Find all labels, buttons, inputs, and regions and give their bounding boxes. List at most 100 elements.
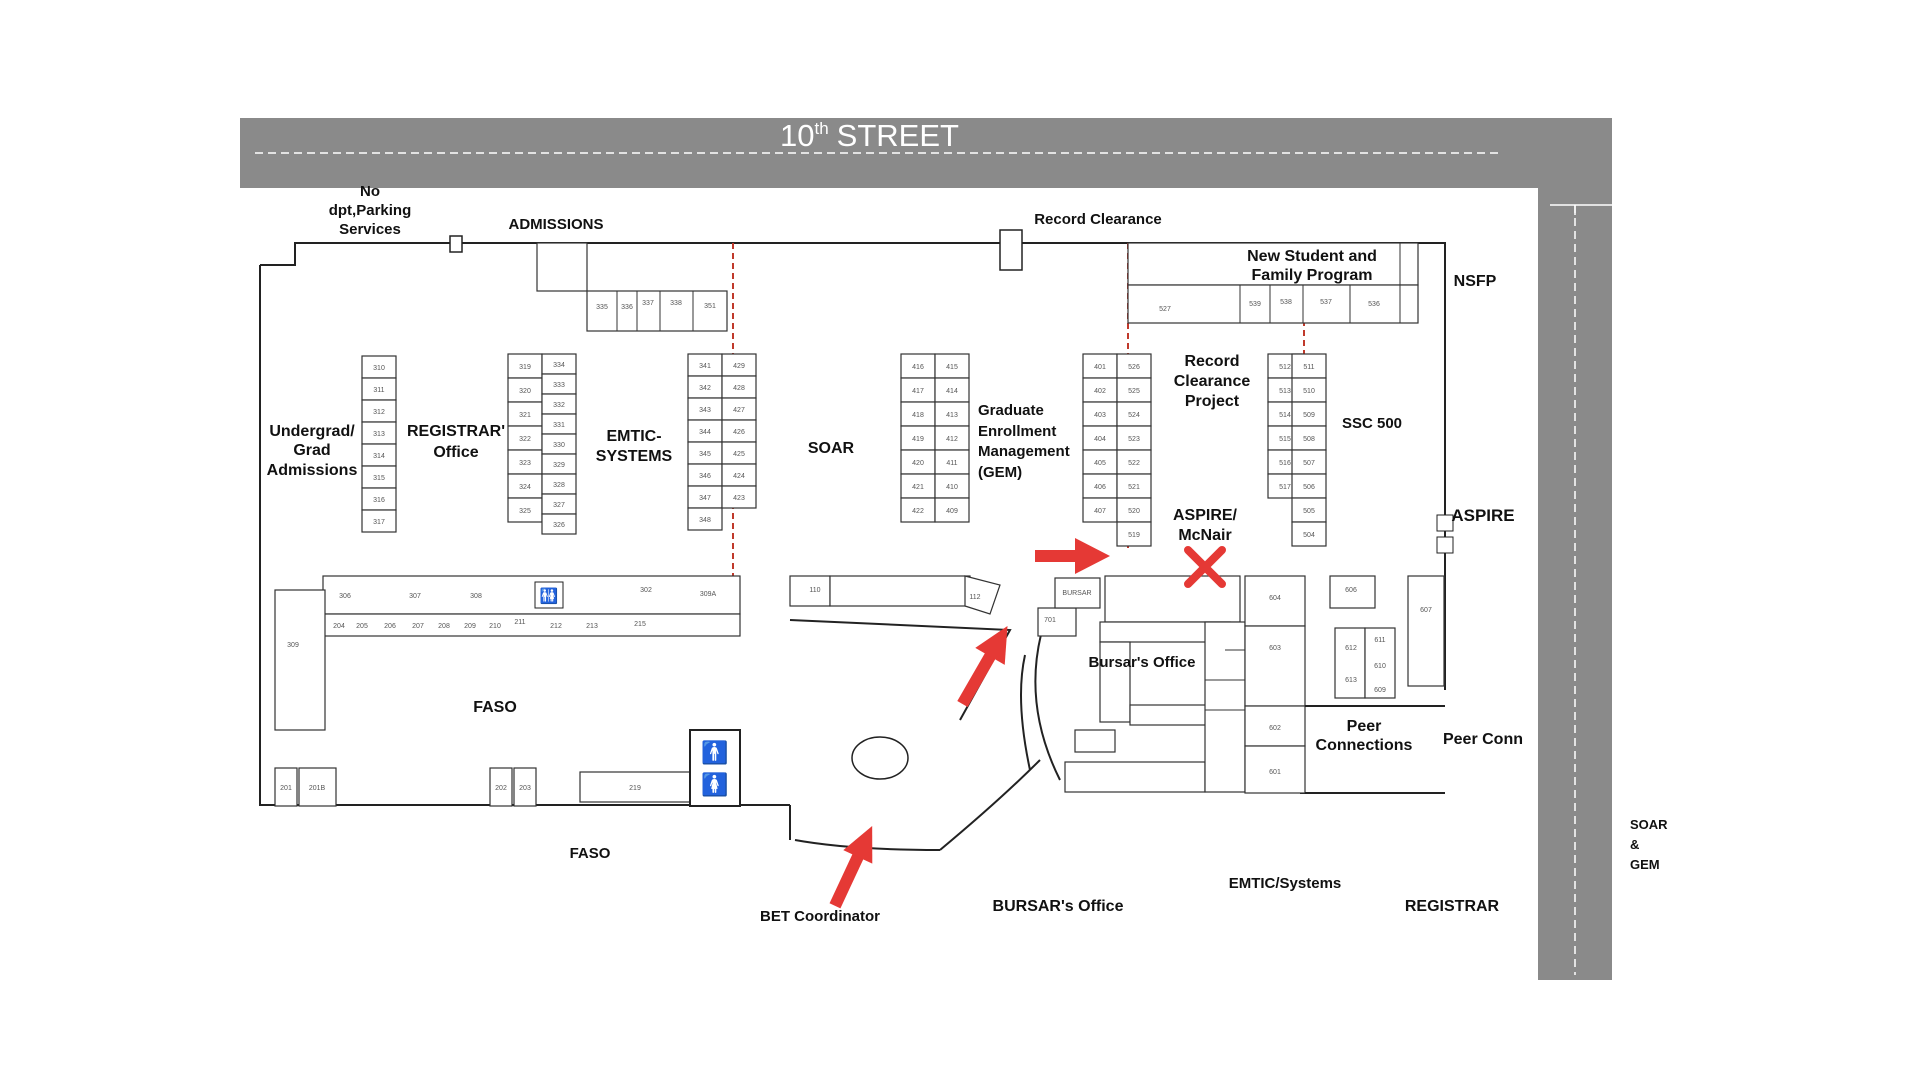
- label-bursars-office: Bursar's Office: [1089, 654, 1196, 671]
- room-613: 613: [1345, 677, 1357, 684]
- room-cell: [507, 449, 543, 475]
- room-315: 315: [373, 475, 385, 482]
- room-351: 351: [704, 303, 716, 310]
- room-310: 310: [373, 365, 385, 372]
- room-519: 519: [1128, 532, 1140, 539]
- room-420: 420: [912, 460, 924, 467]
- room-522: 522: [1128, 460, 1140, 467]
- room-421: 421: [912, 484, 924, 491]
- room-418: 418: [912, 412, 924, 419]
- label-soar-gem-3: GEM: [1630, 857, 1660, 872]
- room-510: 510: [1303, 388, 1315, 395]
- room-cell: [1082, 353, 1118, 379]
- room-422: 422: [912, 508, 924, 515]
- room-204: 204: [333, 623, 345, 630]
- room-cell: [1291, 449, 1327, 475]
- room-202: 202: [495, 785, 507, 792]
- room-cell: [507, 353, 543, 379]
- room-cell: [1116, 449, 1152, 475]
- street-number: 10: [780, 118, 814, 153]
- label-emtic-1: EMTIC-: [606, 428, 661, 445]
- room-201: 201: [280, 785, 292, 792]
- room-cell: [1116, 497, 1152, 523]
- label-gem-1: Graduate: [978, 402, 1044, 419]
- room-203: 203: [519, 785, 531, 792]
- bursar-small-label: BURSAR: [1062, 590, 1091, 597]
- room-327: 327: [553, 502, 565, 509]
- room-525: 525: [1128, 388, 1140, 395]
- room-cell: [1116, 353, 1152, 379]
- room-412: 412: [946, 436, 958, 443]
- room-506: 506: [1303, 484, 1315, 491]
- label-record-clearance: Record Clearance: [1034, 211, 1162, 228]
- label-parking-1: dpt,Parking: [329, 202, 412, 219]
- label-aspire-mcnair-1: ASPIRE/: [1173, 507, 1238, 524]
- room-328: 328: [553, 482, 565, 489]
- label-undergrad-2: Grad: [293, 442, 330, 459]
- room-330: 330: [553, 442, 565, 449]
- room-607: 607: [1420, 607, 1432, 614]
- room-332: 332: [553, 402, 565, 409]
- room-523: 523: [1128, 436, 1140, 443]
- label-registrar-2: Office: [433, 444, 478, 461]
- top-room-row: 335 336 337 338 351: [586, 290, 728, 332]
- label-nsfp-title-1: New Student and: [1247, 248, 1377, 265]
- room-302: 302: [640, 587, 652, 594]
- room-341: 341: [699, 363, 711, 370]
- room-612: 612: [1345, 645, 1357, 652]
- room-515: 515: [1279, 436, 1291, 443]
- room-cell: [934, 401, 970, 427]
- room-507: 507: [1303, 460, 1315, 467]
- room-610: 610: [1374, 663, 1386, 670]
- label-registrar-outside: REGISTRAR: [1405, 898, 1500, 915]
- room-317: 317: [373, 519, 385, 526]
- room-516: 516: [1279, 460, 1291, 467]
- label-no-dpt: No: [360, 183, 380, 200]
- room-539: 539: [1249, 301, 1261, 308]
- room-cell: [934, 425, 970, 451]
- room-426: 426: [733, 429, 745, 436]
- room-309a: 309A: [700, 591, 717, 598]
- room-536: 536: [1368, 301, 1380, 308]
- arrow-right-icon: [1035, 538, 1110, 574]
- room-205: 205: [356, 623, 368, 630]
- label-bet-coordinator: BET Coordinator: [760, 908, 880, 925]
- suite-600: 604 603 602 601 606 607 612 611 610 613 …: [1244, 514, 1454, 794]
- label-peer-1: Peer: [1347, 718, 1382, 735]
- label-emtic-2: SYSTEMS: [596, 448, 673, 465]
- room-413: 413: [946, 412, 958, 419]
- room-606: 606: [1345, 587, 1357, 594]
- room-344: 344: [699, 429, 711, 436]
- room-521: 521: [1128, 484, 1140, 491]
- room-405: 405: [1094, 460, 1106, 467]
- room-cell: [721, 485, 757, 509]
- label-peer-conn: Peer Conn: [1443, 731, 1523, 748]
- room-406: 406: [1094, 484, 1106, 491]
- room-429: 429: [733, 363, 745, 370]
- label-emtic-outside: EMTIC/Systems: [1229, 875, 1342, 892]
- room-417: 417: [912, 388, 924, 395]
- room-505: 505: [1303, 508, 1315, 515]
- room-cell: [1116, 425, 1152, 451]
- room-325: 325: [519, 508, 531, 515]
- map-labels: No dpt,Parking Services ADMISSIONS Recor…: [267, 183, 1669, 925]
- room-cell: [934, 377, 970, 403]
- arrow-up-icon-2: [829, 826, 873, 909]
- room-cell: [687, 507, 723, 531]
- room-cell: [361, 509, 397, 533]
- room-601: 601: [1269, 769, 1281, 776]
- room-306: 306: [339, 593, 351, 600]
- label-ssc500: SSC 500: [1342, 415, 1402, 432]
- label-bursar-outside: BURSAR's Office: [993, 898, 1124, 915]
- svg-text:🚺: 🚺: [701, 772, 728, 797]
- room-409: 409: [946, 508, 958, 515]
- room-427: 427: [733, 407, 745, 414]
- lower-corridor: 🚹 🚺 🚻 306 307 308 302 309A 204 205 206 2…: [274, 575, 741, 807]
- closed-x-icon: [1184, 546, 1226, 588]
- room-cell: [507, 377, 543, 403]
- room-336: 336: [621, 304, 633, 311]
- room-201b: 201B: [309, 785, 326, 792]
- room-cell: [900, 497, 936, 523]
- room-columns: 3103113123133143153163173193203213223233…: [361, 353, 1327, 547]
- room-206: 206: [384, 623, 396, 630]
